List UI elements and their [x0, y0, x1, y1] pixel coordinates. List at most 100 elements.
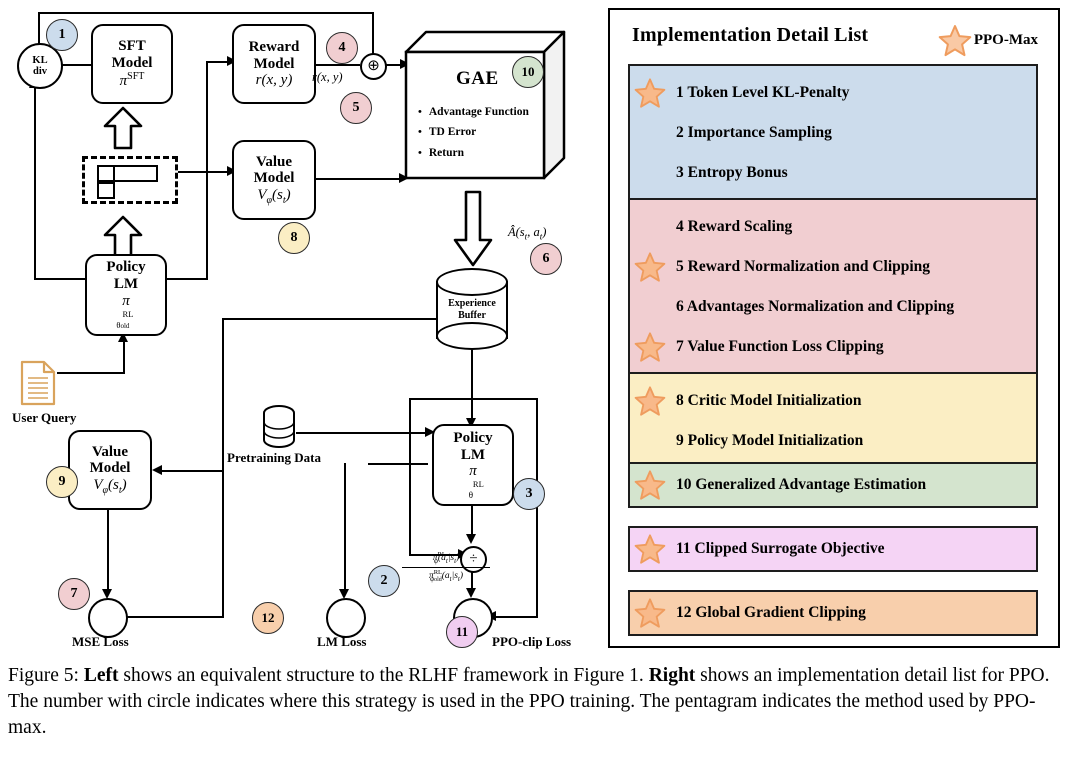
detail-item[interactable]: 3 Entropy Bonus	[630, 153, 1036, 193]
lm-loss-label: LM Loss	[317, 634, 367, 649]
ppo-clip-loss-label: PPO-clip Loss	[492, 634, 572, 649]
user-query-icon	[19, 360, 57, 411]
experience-buffer-node: Experience Buffer	[436, 268, 508, 352]
sft-model-line2: Model	[111, 54, 153, 71]
value-model-top-node: Value Model Vφ(st)	[232, 140, 316, 220]
detail-item[interactable]: 5 Reward Normalization and Clipping	[630, 247, 1036, 287]
policy-lm-line1: Policy	[453, 429, 493, 446]
policy-lm-old-node: Policy LM πRLθold	[85, 254, 167, 336]
buffer-line2: Buffer	[458, 310, 486, 322]
edge-policy-to-kl-horizontal	[34, 278, 88, 281]
detail-item-label: 12 Global Gradient Clipping	[676, 604, 866, 621]
ratio-numerator: πRLφ(at|st)	[432, 551, 460, 566]
detail-group-3: 8 Critic Model Initialization 9 Policy Mo…	[628, 372, 1038, 470]
detail-item-label: 6 Advantages Normalization and Clipping	[676, 298, 955, 315]
edge-buffer-left-down	[222, 318, 225, 618]
detail-item[interactable]: 10 Generalized Advantage Estimation	[630, 466, 1036, 504]
detail-item-label: 7 Value Function Loss Clipping	[676, 338, 884, 355]
mse-loss-node	[88, 598, 128, 638]
detail-item[interactable]: 8 Critic Model Initialization	[630, 381, 1036, 421]
ratio-bar	[402, 567, 490, 569]
edge-query-up	[123, 340, 126, 374]
reward-edge-label: r(x, y)	[312, 70, 343, 84]
edge-buffer-to-policy	[471, 350, 474, 426]
edge-top-rail	[38, 12, 374, 15]
ppo-max-star-icon	[634, 470, 666, 501]
arrowhead-gae-in-bottom	[399, 173, 409, 183]
detail-item[interactable]: 4 Reward Scaling	[630, 207, 1036, 247]
token-piece-square	[97, 182, 115, 199]
edge-reward-to-plus	[312, 64, 360, 67]
caption-part-4: shows an implementation detail list for …	[8, 665, 1050, 739]
arrowhead-ppoclip-top	[466, 588, 476, 598]
edge-split-vertical	[206, 61, 209, 280]
detail-item-label: 11 Clipped Surrogate Objective	[676, 540, 885, 557]
detail-item[interactable]: 9 Policy Model Initialization	[630, 421, 1036, 461]
divide-operator: ÷	[460, 546, 487, 573]
badge-11: 11	[446, 616, 478, 648]
ratio-denominator: πRLφold(at|st)	[428, 569, 464, 584]
detail-item-label: 2 Importance Sampling	[676, 124, 832, 141]
ppo-max-star-icon	[634, 332, 666, 363]
block-arrow-policy-to-tokenbox	[103, 215, 143, 259]
edge-sft-to-kl	[58, 64, 91, 67]
pretraining-data-label: Pretraining Data	[227, 450, 321, 465]
badge-4: 4	[326, 32, 358, 64]
detail-item-label: 1 Token Level KL-Penalty	[676, 84, 850, 101]
kl-div-line2: div	[32, 66, 47, 77]
detail-item[interactable]: 6 Advantages Normalization and Clipping	[630, 287, 1036, 327]
kl-div-node: KL div	[17, 43, 63, 89]
user-query-label: User Query	[12, 410, 77, 425]
sft-model-node: SFT Model πSFT	[91, 24, 173, 104]
value-model-bottom-line1: Value	[91, 443, 129, 460]
detail-item[interactable]: 2 Importance Sampling	[630, 113, 1036, 153]
detail-group-2: 4 Reward Scaling 5 Reward Normalization a…	[628, 198, 1038, 376]
pretraining-data-icon	[262, 404, 296, 448]
rlhf-framework-diagram: KL div SFT Model πSFT Reward Model r(x, …	[0, 0, 600, 655]
arrowhead-policy-top	[466, 418, 476, 428]
edge-split-to-value	[206, 171, 231, 174]
buffer-bottom	[436, 322, 508, 350]
edge-to-value-bottom	[160, 470, 224, 473]
detail-item-label: 8 Critic Model Initialization	[676, 392, 862, 409]
edge-policyold-right	[163, 278, 208, 281]
caption-part-2: shows an equivalent structure to the RLH…	[118, 665, 649, 686]
detail-item[interactable]: 12 Global Gradient Clipping	[630, 594, 1036, 632]
badge-10: 10	[512, 56, 544, 88]
value-model-top-line1: Value	[255, 153, 293, 170]
importance-ratio-label: πRLφ(at|st) πRLφold(at|st)	[398, 551, 494, 585]
arrowhead-value-bottom	[152, 465, 162, 475]
detail-item[interactable]: 11 Clipped Surrogate Objective	[630, 530, 1036, 568]
mse-loss-label: MSE Loss	[72, 634, 129, 649]
badge-7: 7	[58, 578, 90, 610]
edge-valuebottom-to-mse	[107, 505, 110, 593]
token-sequence-box	[82, 156, 178, 204]
policy-lm-old-line2: LM	[113, 276, 139, 293]
badge-6: 6	[530, 243, 562, 275]
detail-item[interactable]: 1 Token Level KL-Penalty	[630, 73, 1036, 113]
ppo-max-star-icon	[938, 25, 972, 57]
policy-lm-math: πRLθ	[468, 463, 484, 501]
badge-12: 12	[252, 602, 284, 634]
gae-bullet-1: TD Error	[418, 122, 529, 142]
detail-group-5: 11 Clipped Surrogate Objective	[628, 526, 1038, 572]
gae-title: GAE	[456, 68, 499, 89]
edge-lmloss-vertical	[344, 463, 347, 593]
detail-item-label: 5 Reward Normalization and Clipping	[676, 258, 931, 275]
policy-lm-line2: LM	[460, 446, 486, 463]
edge-value-to-gae	[312, 178, 402, 181]
arrowhead-policy-in-1	[425, 427, 435, 437]
edge-query-to-policy	[57, 372, 125, 375]
edge-kl-top-vertical	[38, 12, 41, 50]
value-model-bottom-node: Value Model Vφ(st)	[68, 430, 152, 510]
gae-bullet-0: Advantage Function	[418, 102, 529, 122]
detail-item-label: 10 Generalized Advantage Estimation	[676, 476, 927, 493]
edge-top-rail-down	[372, 12, 375, 64]
caption-part-3: Right	[648, 665, 696, 686]
detail-item[interactable]: 7 Value Function Loss Clipping	[630, 327, 1036, 367]
value-model-bottom-line2: Model	[89, 460, 131, 477]
badge-3: 3	[513, 478, 545, 510]
arrowhead-mse-top	[102, 589, 112, 599]
badge-2: 2	[368, 565, 400, 597]
